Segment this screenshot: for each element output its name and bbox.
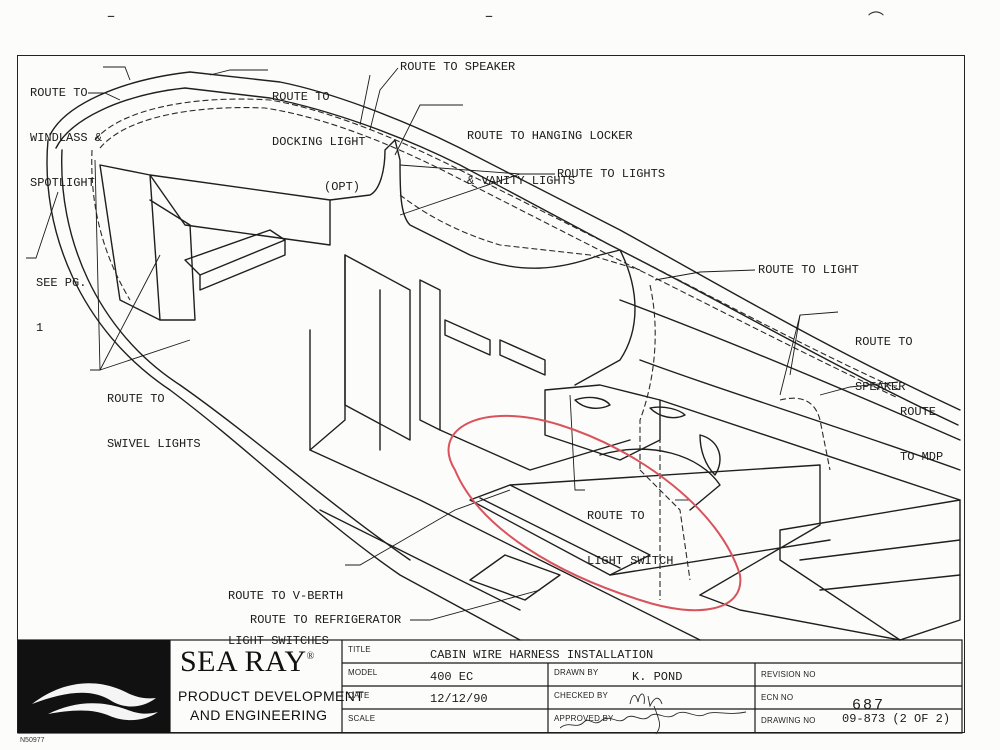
- callout-light-switch: ROUTE TO LIGHT SWITCH: [587, 479, 673, 599]
- callout-light-switch-line1: ROUTE TO: [587, 509, 645, 523]
- callout-v-berth-line2: LIGHT SWITCHES: [228, 634, 329, 648]
- brand-name: SEA RAY®: [180, 645, 315, 679]
- label-revision-no: REVISION NO: [761, 670, 816, 679]
- callout-v-berth-line1: ROUTE TO V-BERTH: [228, 589, 344, 603]
- dept-line-1: PRODUCT DEVELOPMENT: [178, 688, 365, 704]
- value-drawn-by: K. POND: [632, 670, 683, 684]
- wave-logo-icon: [32, 683, 158, 721]
- bulkhead-door: [344, 254, 411, 441]
- brand-text: SEA RAY: [180, 645, 307, 678]
- callout-speaker-right-line2: SPEAKER: [855, 380, 906, 394]
- punch-mark-center: –: [485, 6, 493, 25]
- callout-windlass: ROUTE TO WINDLASS & SPOTLIGHT: [30, 56, 102, 221]
- callout-mdp-line2: TO MDP: [900, 450, 944, 464]
- value-date: 12/12/90: [430, 692, 488, 706]
- punch-mark-right: ⌒: [868, 10, 885, 29]
- sea-ray-logo: [18, 640, 170, 733]
- label-approved-by: APPROVED BY: [554, 714, 614, 723]
- callout-docking-line3: (OPT): [324, 180, 361, 194]
- deck-edge-inner: [55, 87, 959, 426]
- value-title: CABIN WIRE HARNESS INSTALLATION: [430, 648, 654, 662]
- punch-mark-left: –: [107, 6, 115, 25]
- callout-speaker-right-line1: ROUTE TO: [855, 335, 913, 349]
- label-ecn-no: ECN NO: [761, 693, 794, 702]
- callout-windlass-line3: SPOTLIGHT: [30, 176, 95, 190]
- wire-harness-main: [94, 98, 901, 391]
- callout-hanging-locker: ROUTE TO HANGING LOCKER & VANITY LIGHTS: [467, 99, 633, 219]
- callout-windlass-line1: ROUTE TO: [30, 86, 88, 100]
- label-checked-by: CHECKED BY: [554, 691, 609, 700]
- callout-mdp-line1: ROUTE: [900, 405, 937, 419]
- deck-edge-outer: [49, 71, 961, 411]
- registered-mark: ®: [306, 651, 315, 662]
- value-drawing-no: 09-873 (2 OF 2): [842, 712, 951, 726]
- callout-lights: ROUTE TO LIGHTS: [557, 167, 666, 181]
- callout-v-berth: ROUTE TO V-BERTH LIGHT SWITCHES: [228, 559, 343, 679]
- callout-see-page-line2: 1: [36, 321, 44, 335]
- label-scale: SCALE: [348, 714, 376, 723]
- callout-swivel-line2: SWIVEL LIGHTS: [107, 437, 201, 451]
- label-title: TITLE: [348, 645, 371, 654]
- callout-see-page-line1: SEE PG.: [36, 276, 87, 290]
- callout-see-page: SEE PG. 1: [36, 246, 86, 366]
- hull-side-left: [46, 139, 521, 641]
- value-ecn-handwritten: 687: [852, 697, 886, 714]
- sink-cutout: [469, 484, 651, 576]
- callout-windlass-line2: WINDLASS &: [30, 131, 103, 145]
- callout-hanging-locker-line2: & VANITY LIGHTS: [467, 174, 576, 188]
- callout-swivel-line1: ROUTE TO: [107, 392, 165, 406]
- highlight-circle: [447, 414, 742, 612]
- label-date: DATE: [348, 691, 370, 700]
- callout-light-right: ROUTE TO LIGHT: [758, 263, 859, 277]
- callout-light-switch-line2: LIGHT SWITCH: [587, 554, 674, 568]
- callout-refrigerator: ROUTE TO REFRIGERATOR: [250, 613, 402, 627]
- callout-docking-line1: ROUTE TO: [272, 90, 330, 104]
- callout-hanging-locker-line1: ROUTE TO HANGING LOCKER: [467, 129, 633, 143]
- label-drawn-by: DRAWN BY: [554, 668, 599, 677]
- sheet-stamp: N50977: [20, 737, 45, 744]
- signature-scribbles: [560, 693, 747, 735]
- callout-docking-light: ROUTE TO DOCKING LIGHT (OPT): [272, 60, 366, 225]
- callout-mdp: ROUTE TO MDP: [900, 375, 943, 495]
- label-model: MODEL: [348, 668, 378, 677]
- callout-swivel-lights: ROUTE TO SWIVEL LIGHTS: [107, 362, 201, 482]
- callout-docking-line2: DOCKING LIGHT: [272, 135, 366, 149]
- value-model: 400 EC: [430, 670, 474, 684]
- label-drawing-no: DRAWING NO: [761, 716, 816, 725]
- callout-speaker-top: ROUTE TO SPEAKER: [400, 60, 516, 74]
- callout-speaker-right: ROUTE TO SPEAKER: [855, 305, 913, 425]
- dept-line-2: AND ENGINEERING: [190, 707, 328, 723]
